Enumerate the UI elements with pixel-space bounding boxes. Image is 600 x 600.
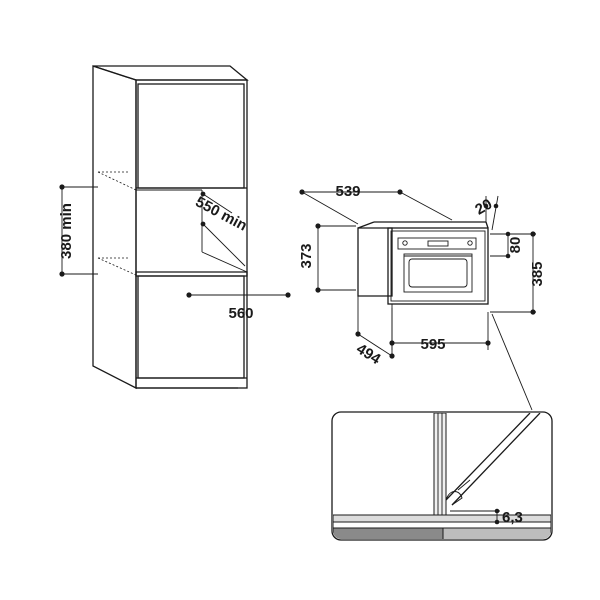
- detail-inset: 6,3: [331, 411, 553, 541]
- appliance-width-label: 595: [420, 336, 445, 353]
- cabinet-depth-dimension: 550 min: [192, 191, 250, 267]
- cabinet-width-label: 560: [228, 305, 253, 322]
- appliance-width-dimension: 595: [389, 308, 491, 353]
- appliance-height-label: 373: [298, 243, 315, 268]
- appliance-depth-dimension: 539: [299, 183, 453, 225]
- appliance-top-label: 80: [507, 237, 524, 254]
- detail-leader-line: [491, 313, 533, 411]
- cabinet-width-dimension: 560: [186, 292, 291, 322]
- cabinet-drawing: [92, 65, 249, 390]
- appliance-depth-label: 539: [335, 183, 360, 200]
- cabinet-height-dimension: 380 min: [58, 184, 98, 277]
- appliance-total-height-dimension: 385: [490, 231, 546, 315]
- appliance-top-dimension: 80: [490, 231, 524, 259]
- appliance-gap-dimension: 20: [472, 196, 499, 231]
- appliance-side-label: 494: [353, 340, 384, 368]
- appliance-total-height-label: 385: [529, 261, 546, 286]
- detail-offset-label: 6,3: [502, 509, 523, 526]
- cabinet-height-label: 380 min: [58, 203, 75, 259]
- appliance-height-dimension: 373: [298, 223, 356, 293]
- appliance-side-dimension: 494: [353, 296, 395, 368]
- appliance-drawing: [357, 221, 489, 305]
- cabinet-depth-label: 550 min: [192, 193, 249, 234]
- appliance-gap-label: 20: [472, 196, 495, 219]
